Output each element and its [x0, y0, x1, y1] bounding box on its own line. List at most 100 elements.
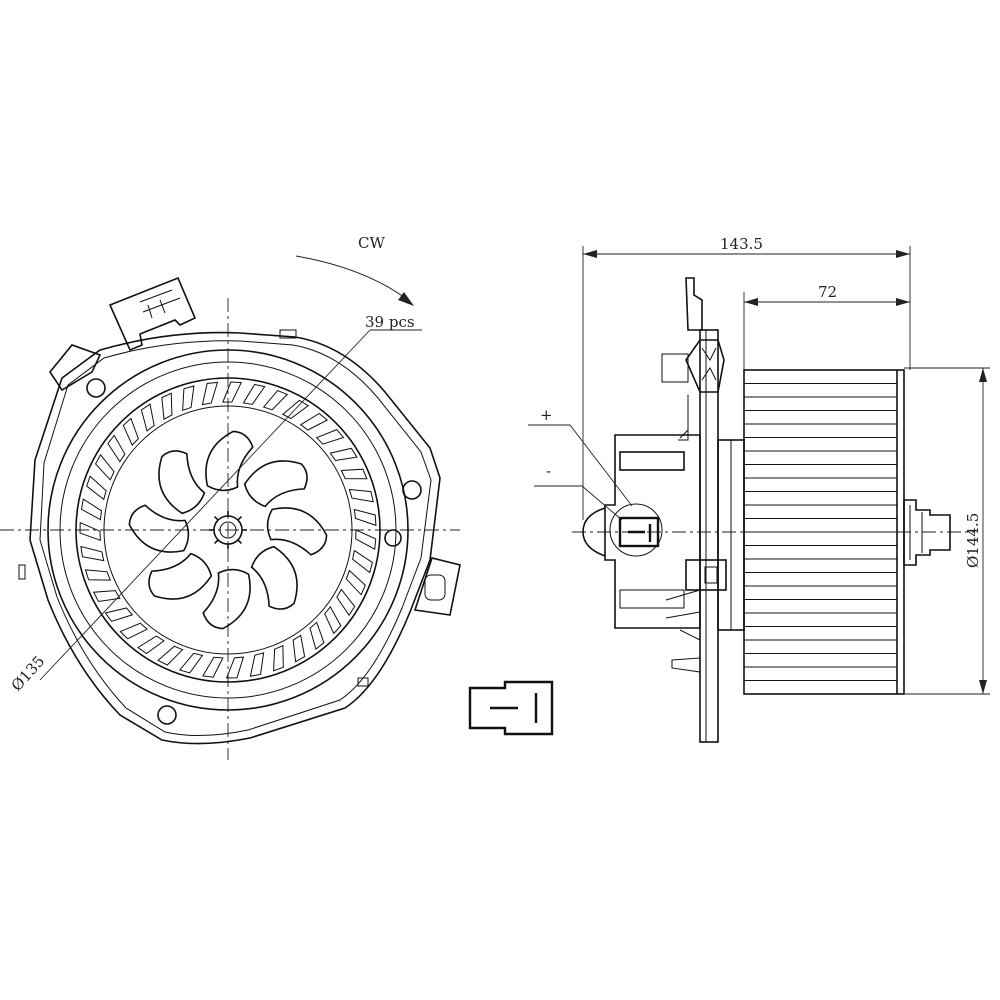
housing-ring-second [59, 361, 397, 699]
front-flange-mark-bottom [357, 677, 369, 687]
side-top-connector [685, 277, 703, 331]
plus-leader [528, 424, 633, 507]
blade-slot [292, 634, 306, 663]
front-flange-outline [29, 331, 441, 745]
side-bottom-strut [665, 589, 701, 673]
overall-dim-arrow-left [583, 250, 597, 258]
diameter-housing-label: Ø144.5 [964, 513, 982, 568]
mounting-hole-right [402, 480, 422, 500]
housing-dia-arrow-top [979, 368, 987, 382]
side-mid-bracket [685, 559, 727, 591]
blade-slot [202, 656, 224, 678]
blade-slot [86, 475, 107, 501]
rotation-label: CW [358, 234, 385, 252]
blade-slot [309, 621, 325, 650]
blade-slot [79, 521, 101, 542]
blade-slot [353, 508, 377, 527]
impeller-vane [250, 545, 298, 610]
side-view: + - 143.5 72 [528, 235, 990, 743]
connector-detail-outline [468, 680, 554, 736]
blade-slot [92, 590, 121, 603]
hub-tooth [237, 539, 243, 545]
blade-slot [242, 383, 266, 405]
overall-length-label: 143.5 [720, 235, 763, 253]
wheel-inner-rim [103, 405, 353, 655]
impeller-vane [148, 552, 213, 600]
wheel-width-arrow-right [896, 298, 910, 306]
blade-slot [201, 381, 219, 406]
blower-wheel-slats [744, 383, 897, 681]
blade-slot [340, 468, 368, 480]
blade-slot [222, 381, 243, 403]
side-left-bracket [678, 395, 689, 441]
blade-slot [84, 569, 111, 581]
blade-slot [80, 545, 105, 562]
impeller-vane [158, 450, 206, 515]
motor-housing-band-lower [619, 589, 685, 609]
front-flange-mark-left [18, 564, 26, 580]
blade-slot [315, 429, 345, 445]
side-mid-bracket-slot [704, 566, 718, 584]
hub-tooth [237, 515, 243, 521]
mounting-hole-bottom [157, 705, 177, 725]
blade-slot [137, 635, 165, 655]
blade-slot [80, 498, 102, 521]
blade-slot [273, 644, 284, 672]
wheel-width-arrow-left [744, 298, 758, 306]
housing-dia-arrow-bottom [979, 680, 987, 694]
blade-slot [140, 403, 155, 432]
minus-leader [534, 485, 623, 521]
blade-slot [157, 645, 184, 666]
connector-detail [468, 680, 554, 736]
impeller-vane [128, 504, 190, 553]
terminal-pins [628, 524, 652, 542]
blade-slot [345, 569, 366, 596]
front-right-connector [413, 557, 461, 616]
mounting-hole-top-left [86, 378, 106, 398]
blade-slot [329, 447, 358, 461]
terminal-connector [618, 516, 660, 548]
blade-ring [79, 381, 377, 679]
blade-slot [182, 385, 195, 412]
motor-housing-band [619, 451, 685, 471]
impeller-vane [243, 460, 308, 508]
side-top-latch [685, 339, 725, 393]
blade-slot [324, 606, 342, 635]
plus-label: + [540, 406, 553, 424]
minus-label: - [546, 462, 551, 480]
diameter-leader [39, 329, 371, 681]
blade-slot [119, 622, 148, 640]
front-view: CW 39 pcs Ø135 [0, 234, 461, 760]
blade-slot [262, 389, 289, 411]
hub-inner [219, 521, 237, 539]
blade-count-label: 39 pcs [365, 313, 415, 331]
overall-dim-arrow-right [896, 250, 910, 258]
hub-tooth [213, 539, 219, 545]
blade-slot [336, 588, 356, 617]
blade-slot [178, 652, 204, 674]
front-top-connector-detail [139, 289, 181, 319]
cw-arrow-arc [295, 255, 409, 301]
blade-slot [104, 607, 134, 622]
wheel-outer-rim [75, 377, 381, 683]
motor-shaft-nose [582, 507, 606, 557]
housing-ring-outer [47, 349, 409, 711]
front-top-connector [108, 276, 197, 352]
side-small-tab [661, 353, 689, 383]
front-flange-mark-top [279, 329, 297, 339]
blade-slot [161, 392, 173, 420]
impeller-vane [202, 568, 251, 630]
blade-slot [225, 656, 245, 679]
blade-slot [94, 453, 115, 481]
shaft-tip-ribs [909, 505, 923, 560]
hub-teeth [209, 511, 247, 549]
diameter-wheel-label: Ø135 [8, 652, 49, 694]
blade-slot [352, 549, 373, 574]
impeller-vane [266, 507, 328, 556]
front-left-tab [49, 344, 102, 392]
blade-slot [249, 652, 265, 677]
hub [209, 511, 247, 549]
blade-slot [107, 434, 126, 463]
motor-housing [604, 434, 701, 629]
